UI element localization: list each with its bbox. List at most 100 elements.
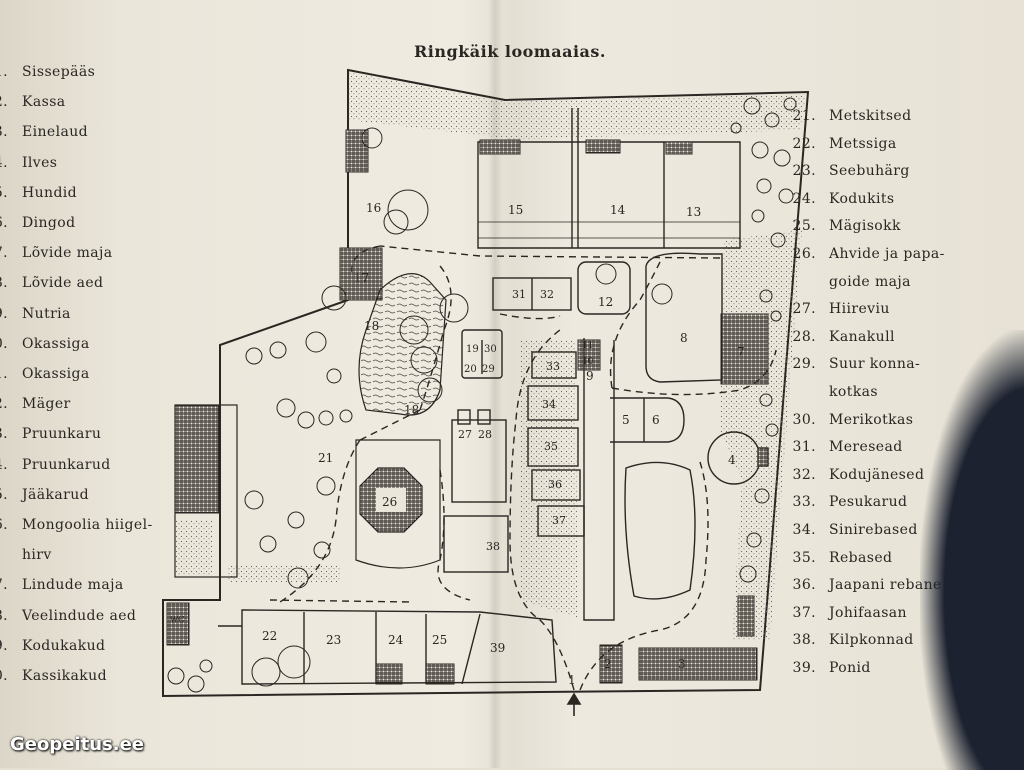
legend-item: 9.Nutria [0, 306, 71, 322]
legend-item: 6.Dingod [0, 215, 75, 231]
legend-label: Meresead [829, 439, 903, 456]
map-label-34: 34 [542, 398, 556, 411]
legend-label: Okassiga [22, 366, 90, 382]
west-building [174, 404, 238, 578]
map-label-27: 27 [458, 428, 472, 441]
legend-label: Metskitsed [829, 108, 912, 124]
legend-number: 19. [0, 637, 8, 654]
lynx-enclosure [707, 431, 769, 485]
map-label-37: 37 [552, 514, 566, 527]
legend-label: Kanakull [829, 328, 895, 345]
legend-number: 7. [0, 245, 8, 262]
map-label-3: 3 [678, 657, 686, 671]
walking-route [269, 245, 777, 691]
legend-number: 20. [0, 668, 8, 684]
map-label-38: 38 [486, 540, 500, 553]
legend-label: Kodukakud [22, 637, 106, 654]
legend-item: 36.Jaapani rebane [788, 577, 942, 593]
legend-number: 23. [792, 163, 816, 180]
legend-item: 1.Sissepääs [0, 64, 95, 80]
legend-number: 5. [0, 184, 8, 201]
dotted-areas [176, 72, 806, 640]
legend-label: Metssiga [829, 135, 897, 152]
legend-number: 39. [792, 660, 816, 676]
bottom-enclosures [218, 609, 557, 685]
trees [167, 97, 797, 693]
map-label-36: 36 [548, 478, 562, 491]
zoo-boundary [162, 68, 810, 698]
entrance-arrow-icon [566, 692, 582, 716]
top-enclosures [477, 108, 741, 249]
map-label-22: 22 [262, 629, 277, 643]
legend-item: 12.Mäger [0, 396, 71, 412]
legend-label: Pruunkaru [22, 426, 102, 443]
map-label-11: 11 [582, 341, 593, 351]
legend-label: goide maja [829, 273, 911, 290]
legend-item: 17.Lindude maja [0, 577, 124, 593]
map-label-31: 31 [512, 288, 526, 301]
legend-label: Lõvide maja [22, 245, 113, 262]
map-label-wc: WC [170, 615, 184, 624]
legend-number: 18. [0, 607, 8, 624]
map-label-10: 10 [582, 357, 594, 367]
map-label-16: 16 [366, 201, 381, 215]
legend-number: 28. [792, 328, 816, 345]
map-label-26: 26 [382, 495, 397, 509]
map-label-19: 19 [466, 344, 479, 355]
legend-item: kotkas [788, 384, 878, 400]
legend-label: Mongoolia hiigel- [22, 517, 153, 533]
legend-item: 19. Kodukakud [0, 638, 105, 654]
legend-number: 10. [0, 335, 8, 352]
map-label-6: 6 [652, 413, 660, 427]
legend-number: 32. [792, 466, 816, 483]
legend-item: 2.Kassa [0, 94, 66, 110]
map-label-24: 24 [388, 633, 404, 647]
legend-item: 39.Ponid [788, 660, 871, 676]
legend-item: 18. Veelindude aed [0, 608, 136, 624]
legend-label: Okassiga [22, 335, 90, 352]
legend-label: Nutria [22, 305, 71, 322]
legend-item: 29.Suur konna- [788, 356, 920, 372]
legend-number: 37. [792, 604, 816, 621]
legend-number: 8. [0, 275, 8, 292]
map-label-1: 1 [568, 673, 576, 687]
map-label-25: 25 [432, 633, 447, 647]
legend-label: Lõvide aed [22, 275, 104, 292]
legend-label: Dingod [22, 215, 76, 231]
legend-number: 34. [792, 522, 816, 538]
legend-item: 7. Lõvide maja [0, 245, 113, 261]
legend-number: 27. [792, 301, 816, 318]
paper-fold [488, 0, 502, 768]
map-label-30: 30 [484, 344, 497, 355]
map-label-13: 13 [686, 205, 701, 219]
map-label-8: 8 [680, 331, 688, 345]
watermark: Geopeitus.ee [10, 734, 144, 755]
legend-number: 33. [792, 494, 816, 511]
legend-item: 20.Kassikakud [0, 668, 107, 684]
legend-item: 4.Ilves [0, 155, 57, 171]
legend-item: 33.Pesukarud [788, 494, 907, 510]
hatched-houses [166, 129, 769, 685]
legend-label: Kodukits [829, 190, 895, 207]
legend-number: 3. [0, 124, 8, 141]
legend-label: Pruunkarud [22, 456, 111, 473]
map-label-18b: 18 [404, 403, 419, 417]
legend-item: 30.Merikotkas [788, 412, 913, 428]
middle-enclosures [443, 252, 723, 621]
map-label-39: 39 [490, 641, 505, 655]
legend-label: Jääkarud [22, 486, 90, 503]
legend-item: 27.Hiireviu [788, 301, 890, 317]
legend-item: 13.Pruunkaru [0, 426, 101, 442]
legend-item: 11.Okassiga [0, 366, 90, 382]
legend-number: 35. [792, 549, 816, 566]
legend-number: 36. [792, 577, 816, 594]
map-label-17: 17 [354, 271, 369, 285]
map-label-4: 4 [728, 453, 736, 467]
legend-label: Veelindude aed [22, 607, 137, 624]
map-label-33: 33 [546, 360, 560, 373]
legend-number: 16. [0, 517, 8, 533]
legend-label: Ilves [22, 154, 58, 171]
legend-label: Lindude maja [22, 577, 124, 594]
map-labels: 1 2 3 4 5 6 7 8 9 10 11 12 13 14 15 16 1… [170, 201, 745, 687]
